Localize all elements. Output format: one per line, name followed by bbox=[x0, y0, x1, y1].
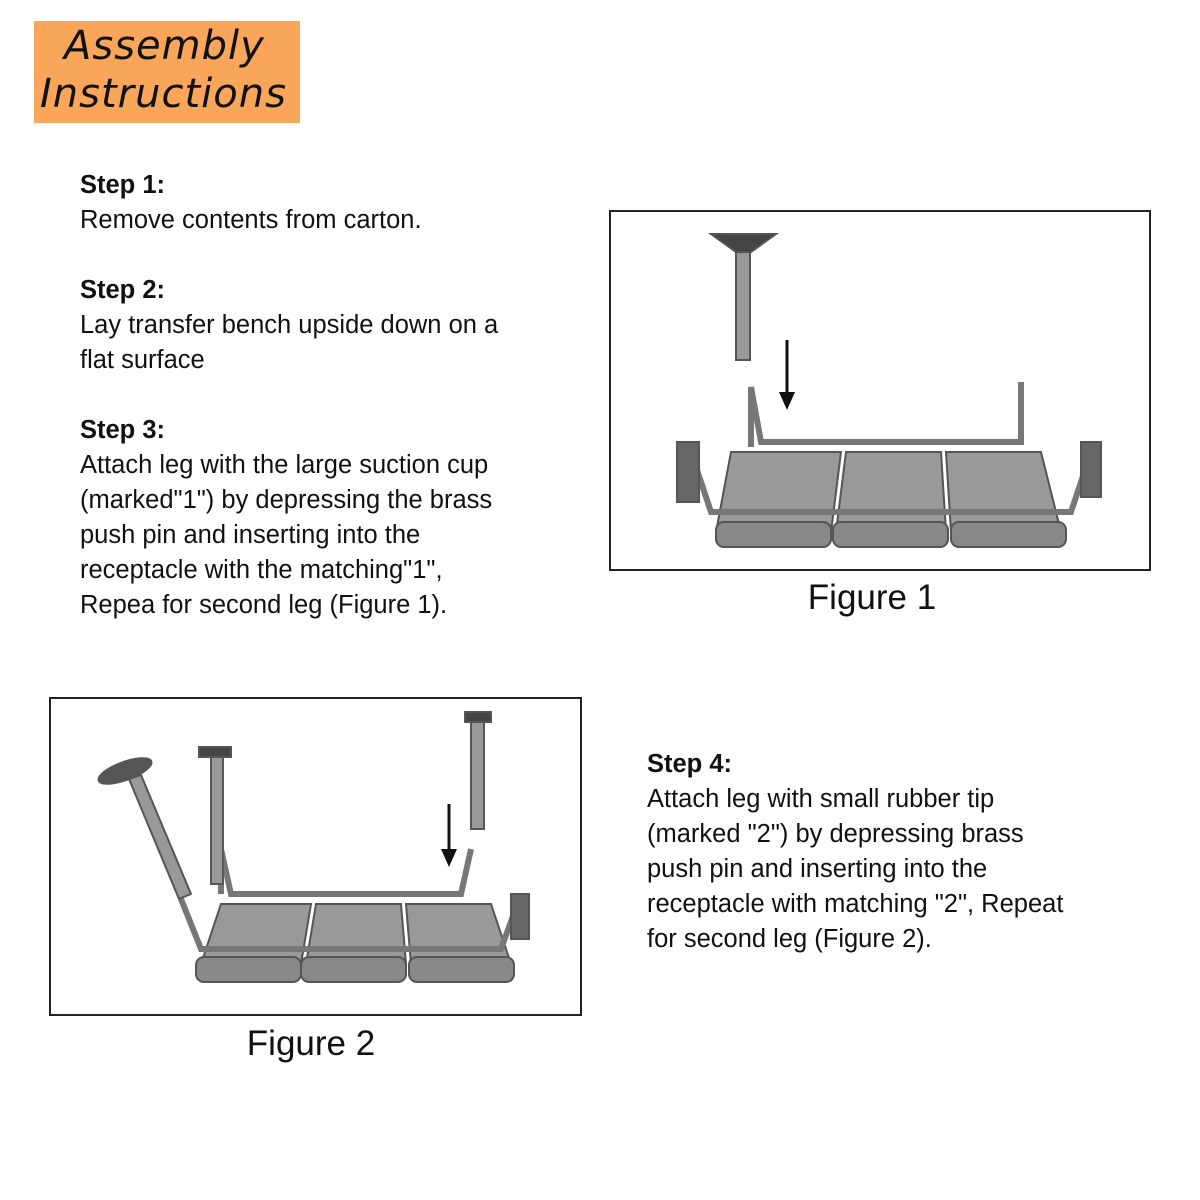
step-heading: Step 3: bbox=[80, 416, 166, 444]
down-arrow-icon bbox=[779, 340, 795, 410]
step-2: Step 2: Lay transfer bench upside down o… bbox=[80, 273, 498, 378]
step-text: Repea for second leg (Figure 1). bbox=[80, 591, 448, 619]
step-text: receptacle with matching "2", Repeat bbox=[647, 890, 1064, 918]
step-text: push pin and inserting into the bbox=[647, 855, 988, 883]
step-1: Step 1: Remove contents from carton. bbox=[80, 168, 422, 238]
title-line-1: Assembly bbox=[64, 23, 265, 69]
figure-1-caption: Figure 1 bbox=[807, 578, 937, 617]
step-text: Remove contents from carton. bbox=[80, 206, 422, 234]
figure-2-bench-illustration bbox=[97, 711, 530, 983]
figure-1-frame bbox=[609, 210, 1151, 571]
step-text: push pin and inserting into the bbox=[80, 521, 421, 549]
step-text: (marked "2") by depressing brass bbox=[647, 820, 1024, 848]
down-arrow-icon bbox=[441, 804, 457, 867]
step-heading: Step 4: bbox=[647, 750, 733, 778]
step-heading: Step 1: bbox=[80, 171, 166, 199]
step-text: receptacle with the matching"1", bbox=[80, 556, 443, 584]
figure-2-caption: Figure 2 bbox=[246, 1024, 376, 1063]
step-heading: Step 2: bbox=[80, 276, 166, 304]
step-text: Lay transfer bench upside down on a bbox=[80, 311, 499, 339]
figure-1-bench-illustration bbox=[676, 233, 1102, 548]
step-4: Step 4: Attach leg with small rubber tip… bbox=[647, 747, 1063, 957]
step-text: Attach leg with the large suction cup bbox=[80, 451, 489, 479]
title-banner: Assembly Instructions bbox=[34, 21, 300, 123]
step-3: Step 3: Attach leg with the large suctio… bbox=[80, 413, 492, 623]
step-text: flat surface bbox=[80, 346, 205, 374]
title-line-2: Instructions bbox=[40, 71, 287, 117]
step-text: for second leg (Figure 2). bbox=[647, 925, 932, 953]
step-text: (marked"1") by depressing the brass bbox=[80, 486, 493, 514]
step-text: Attach leg with small rubber tip bbox=[647, 785, 995, 813]
figure-2-frame bbox=[49, 697, 582, 1016]
